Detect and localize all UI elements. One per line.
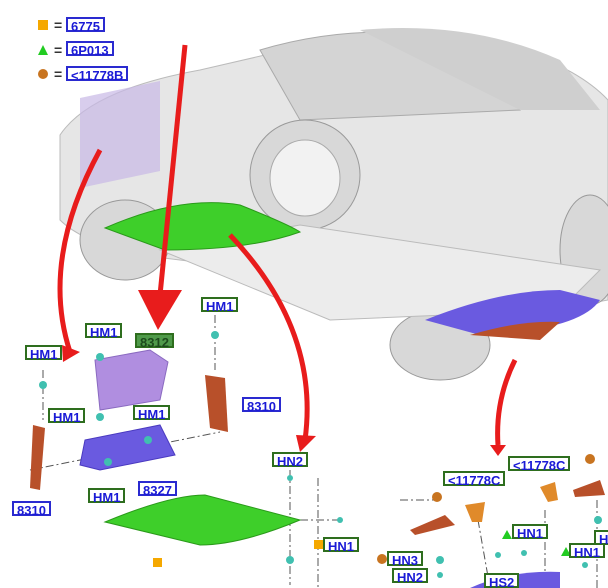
circle-marker-icon bbox=[432, 492, 442, 502]
legend-part-6p013[interactable]: 6P013 bbox=[66, 41, 114, 58]
callout-hs2[interactable]: HS2 bbox=[484, 573, 520, 588]
vehicle-illustration bbox=[59, 28, 608, 381]
circle-marker-icon bbox=[585, 454, 595, 464]
callout-hm1[interactable]: HM1 bbox=[85, 323, 123, 340]
callout-arrows bbox=[57, 44, 518, 446]
triangle-marker-icon bbox=[561, 547, 571, 556]
callout-8310[interactable]: 8310 bbox=[12, 501, 51, 518]
square-marker-icon bbox=[314, 540, 323, 549]
callout-hm1[interactable]: HM1 bbox=[133, 405, 171, 422]
callout-8327[interactable]: 8327 bbox=[138, 481, 177, 498]
arrowheads bbox=[62, 290, 506, 456]
callout-hn1[interactable]: HN1 bbox=[569, 543, 606, 560]
square-marker-icon bbox=[153, 558, 162, 567]
exploded-parts bbox=[29, 315, 605, 588]
circle-marker-icon bbox=[377, 554, 387, 564]
legend-part-11778b[interactable]: <11778B bbox=[66, 66, 129, 83]
legend-part-6775[interactable]: 6775 bbox=[66, 17, 105, 34]
callout-hn1[interactable]: HN1 bbox=[323, 537, 360, 554]
callout-hn2[interactable]: HN2 bbox=[272, 452, 309, 469]
callout-hm1[interactable]: HM1 bbox=[25, 345, 63, 362]
callout-hn2[interactable]: HN2 bbox=[392, 568, 429, 585]
callout-8312-selected[interactable]: 8312 bbox=[135, 333, 174, 350]
callout-8310[interactable]: 8310 bbox=[242, 397, 281, 414]
triangle-marker-icon bbox=[502, 530, 512, 539]
callout-hs[interactable]: HS bbox=[594, 530, 608, 547]
legend-equals: = bbox=[54, 42, 63, 58]
triangle-marker-icon bbox=[38, 45, 48, 55]
callout-hn3[interactable]: HN3 bbox=[387, 551, 424, 568]
legend-equals: = bbox=[54, 17, 63, 33]
callout-hm1[interactable]: HM1 bbox=[201, 297, 239, 314]
callout-11778c[interactable]: <11778C bbox=[443, 471, 506, 488]
circle-marker-icon bbox=[38, 69, 48, 79]
legend-equals: = bbox=[54, 66, 63, 82]
callout-hn1[interactable]: HN1 bbox=[512, 524, 549, 541]
callout-11778c[interactable]: <11778C bbox=[508, 456, 571, 473]
callout-hm1[interactable]: HM1 bbox=[48, 408, 86, 425]
callout-hm1[interactable]: HM1 bbox=[88, 488, 126, 505]
square-marker-icon bbox=[38, 20, 48, 30]
